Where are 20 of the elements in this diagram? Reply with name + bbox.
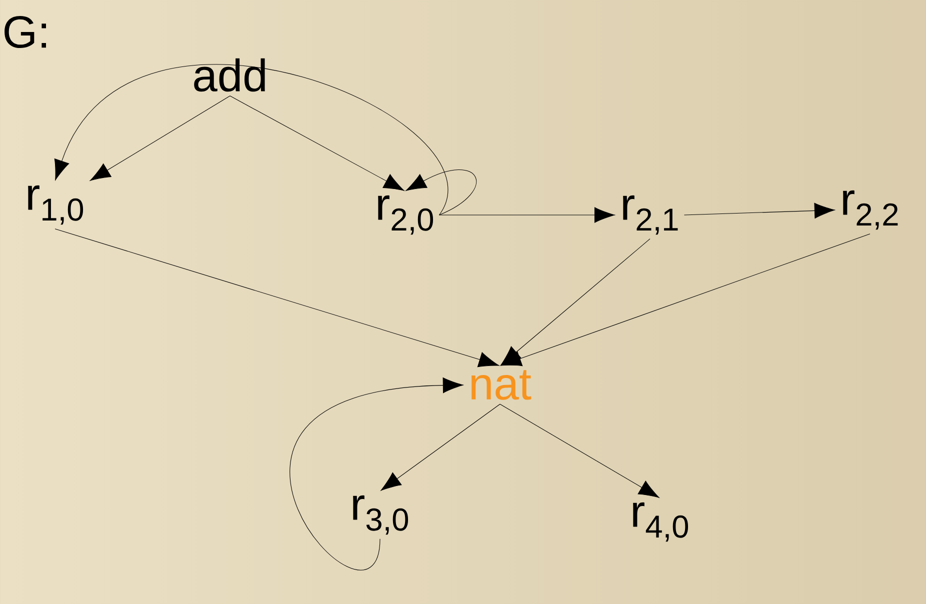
arrow: [230, 96, 404, 191]
arrow: [90, 96, 230, 181]
graph-label: G:: [4, 16, 46, 48]
arrow: [290, 378, 464, 570]
node-label: r$_{2,0}$: [378, 195, 434, 235]
arrow: [438, 207, 615, 223]
node-label: add: [194, 58, 265, 92]
node-label: r$_{2,1}$: [623, 195, 678, 235]
arrow: [54, 228, 500, 368]
arrow: [406, 169, 477, 216]
node-label: nat: [472, 370, 532, 400]
arrow: [54, 64, 448, 216]
node-label: r$_{3,0}$: [353, 495, 408, 535]
arrow: [500, 404, 660, 498]
node-label: r$_{4,0}$: [633, 502, 688, 542]
node-label: r$_{2,2}$: [843, 190, 898, 230]
arrow: [500, 234, 870, 366]
node-label: r$_{1,0}$: [28, 185, 84, 225]
arrow: [380, 404, 500, 491]
arrow: [684, 202, 835, 218]
